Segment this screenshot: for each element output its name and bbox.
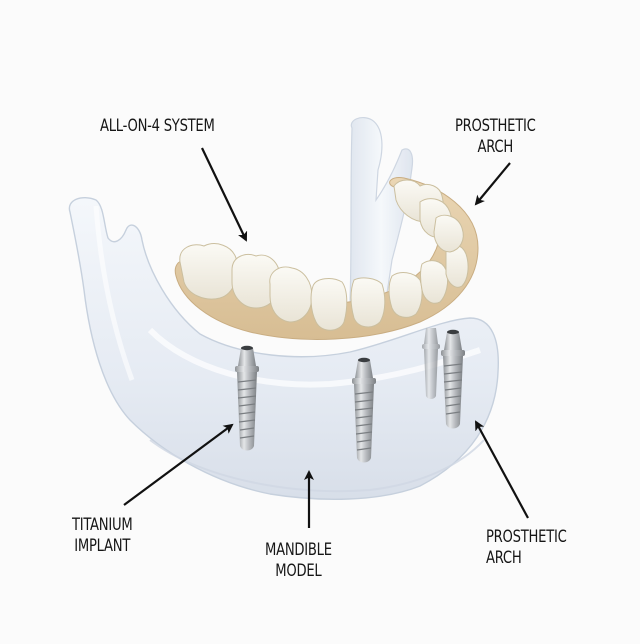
label-line: MODEL [275,561,322,581]
arrow-prosthetic-arch-bottom [475,420,529,519]
arrow-prosthetic-arch-top [474,162,511,206]
label-mandible-model: MANDIBLE MODEL [265,540,332,582]
arrow-titanium-implant [123,423,234,506]
label-line: ALL-ON-4 SYSTEM [100,116,215,136]
implant-1 [235,345,259,451]
label-line: TITANIUM [72,515,133,535]
label-line: PROSTHETIC [486,527,567,547]
teeth [179,179,469,331]
label-line: PROSTHETIC [455,116,536,136]
label-line: IMPLANT [74,536,131,556]
label-prosthetic-arch-bottom: PROSTHETIC ARCH [486,527,567,569]
implant-3 [422,328,440,399]
mandible-model [68,196,499,500]
implant-2 [352,357,376,463]
implant-4 [441,329,465,429]
label-line: ARCH [477,137,514,157]
label-titanium-implant: TITANIUM IMPLANT [72,515,133,557]
label-line: MANDIBLE [265,540,332,560]
label-all-on-4-system: ALL-ON-4 SYSTEM [100,116,215,137]
label-line: ARCH [486,548,522,568]
arrows [123,147,529,528]
label-prosthetic-arch-top: PROSTHETIC ARCH [455,116,536,158]
arrow-system [201,147,248,242]
